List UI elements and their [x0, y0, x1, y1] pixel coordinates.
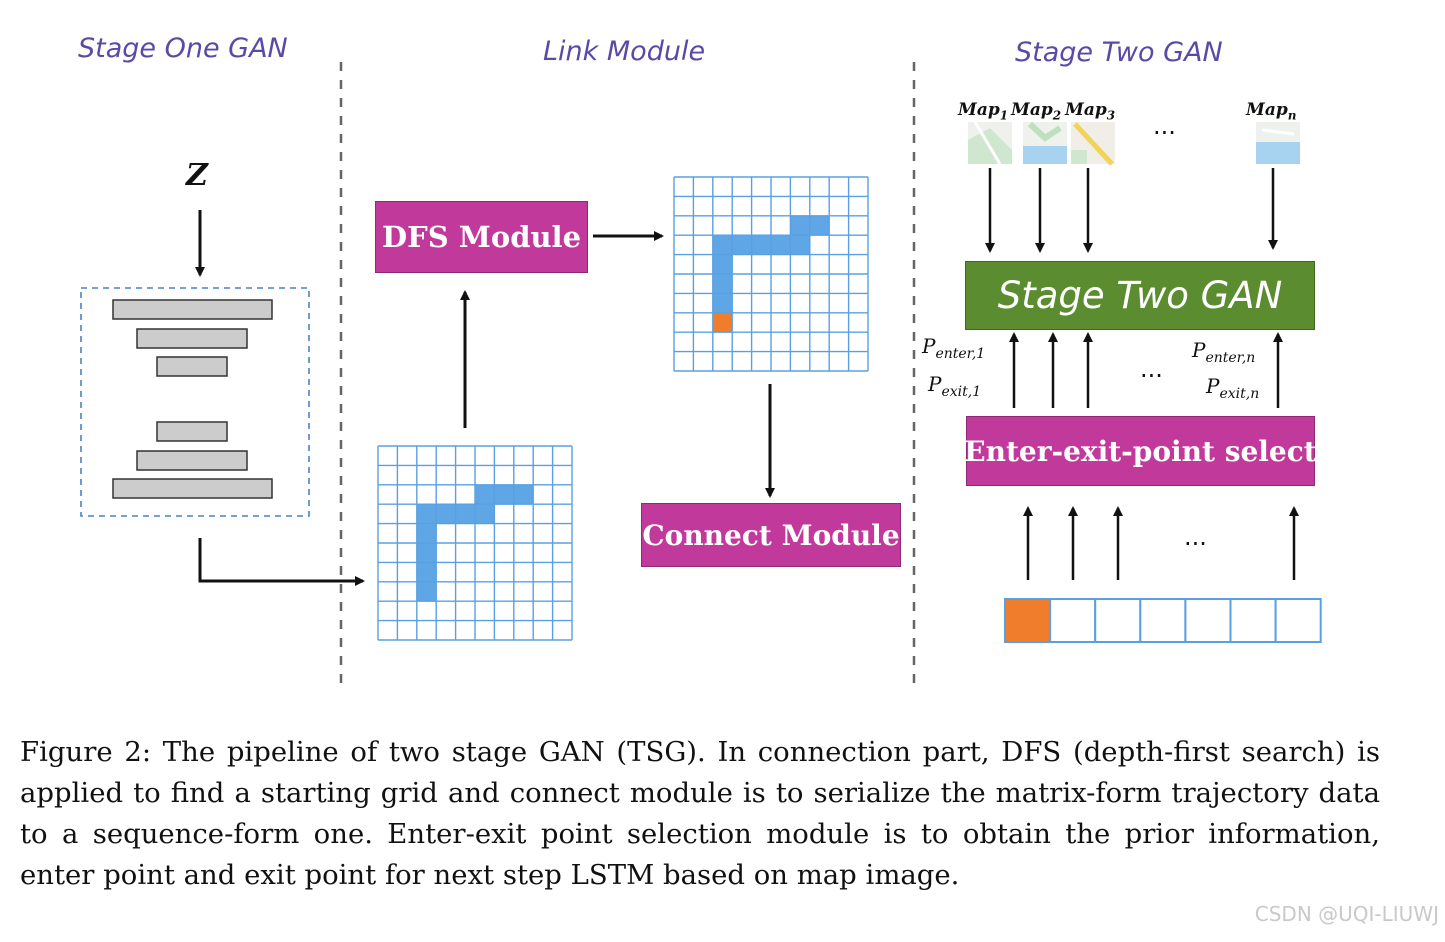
- map-label-3: Map3: [1065, 100, 1116, 123]
- sequence-strip: [1004, 598, 1322, 643]
- stage-two-gan-box: Stage Two GAN: [965, 261, 1315, 330]
- generator-layer-bar: [112, 299, 273, 320]
- p-exit-1-label: Pexit,1: [928, 372, 982, 400]
- sequence-cell: [1184, 598, 1232, 643]
- map-thumbnail-n: [1256, 122, 1300, 164]
- generator-layer-bar: [156, 356, 228, 377]
- grid-cell-fill: [712, 254, 733, 313]
- grid-cell-fill: [712, 312, 733, 333]
- sequence-cell: [1004, 598, 1052, 643]
- generator-box: [80, 287, 310, 517]
- stage-one-title: Stage One GAN: [78, 33, 288, 64]
- grid-cell-fill: [712, 235, 810, 255]
- map-label-2: Map2: [1011, 100, 1062, 123]
- generator-layers: [112, 299, 273, 499]
- points-ellipsis: ...: [1140, 355, 1163, 383]
- maps-ellipsis: ...: [1153, 112, 1176, 140]
- sequence-cell: [1139, 598, 1187, 643]
- watermark: CSDN @UQI-LIUWJ: [1254, 902, 1439, 926]
- trajectory-grid-dfs: [673, 176, 869, 372]
- trajectory-grid-input: [377, 445, 573, 641]
- figure-caption: Figure 2: The pipeline of two stage GAN …: [20, 736, 1380, 891]
- sequence-cell: [1229, 598, 1277, 643]
- map-thumbnail-2: [1023, 121, 1067, 164]
- generator-layer-bar: [136, 450, 248, 471]
- p-enter-n-label: Penter,n: [1192, 338, 1256, 366]
- stage-two-title: Stage Two GAN: [1015, 37, 1223, 68]
- grid-cell-fill: [475, 484, 534, 505]
- map-thumbnail-1: [968, 121, 1012, 165]
- generator-layer-bar: [136, 328, 248, 349]
- link-module-title: Link Module: [543, 36, 706, 67]
- stage-one-output-arrow: [198, 538, 365, 586]
- map-label-n: Mapn: [1246, 100, 1297, 123]
- p-exit-n-label: Pexit,n: [1206, 374, 1260, 402]
- sequence-ellipsis: ...: [1184, 523, 1207, 551]
- enter-exit-select-box: Enter-exit-point select: [964, 416, 1317, 486]
- generator-layer-bar: [156, 421, 228, 442]
- generator-layer-bar: [112, 478, 273, 499]
- connect-module-box: Connect Module: [641, 503, 901, 567]
- sequence-cell: [1094, 598, 1142, 643]
- sequence-cell: [1274, 598, 1322, 643]
- map-thumbnail-3: [1071, 122, 1115, 166]
- p-enter-1-label: Penter,1: [922, 334, 986, 362]
- z-label: Z: [186, 158, 208, 193]
- diagram-canvas: [80, 62, 1322, 692]
- sequence-cell: [1049, 598, 1097, 643]
- dfs-module-box: DFS Module: [375, 201, 588, 273]
- map-label-1: Map1: [958, 100, 1009, 123]
